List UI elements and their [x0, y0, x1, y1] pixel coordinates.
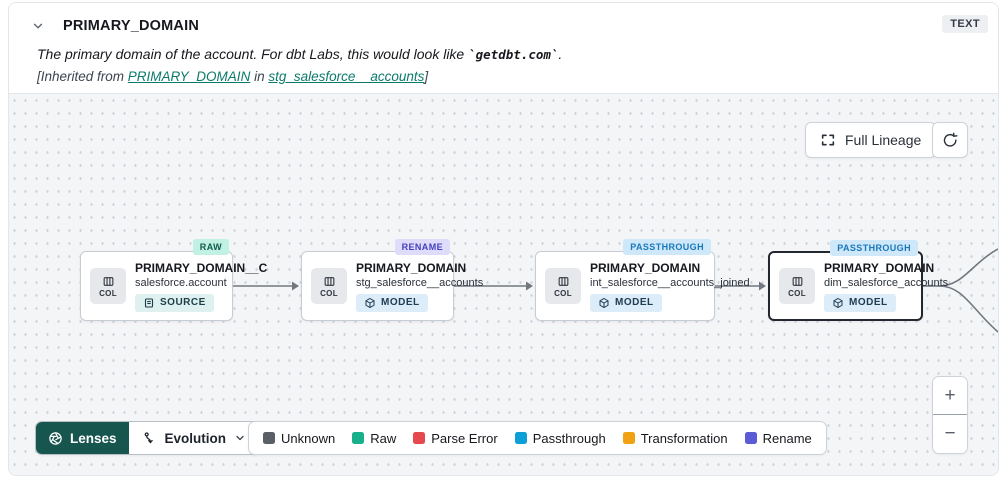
column-chip: COL [779, 268, 815, 304]
lineage-canvas[interactable]: Full Lineage RAW COL PRIMARY_DOMAIN__C s… [9, 93, 998, 475]
column-chip: COL [545, 268, 581, 304]
column-type-badge: TEXT [942, 15, 988, 33]
legend-item-transformation: Transformation [622, 430, 728, 446]
columns-icon [558, 276, 568, 286]
legend-swatch [622, 432, 635, 444]
lineage-node-int-salesforce-accounts-joined[interactable]: PASSTHROUGH COL PRIMARY_DOMAIN int_sales… [535, 239, 750, 321]
model-icon [365, 297, 375, 308]
inherited-column-link[interactable]: PRIMARY_DOMAIN [127, 69, 251, 84]
status-badge: PASSTHROUGH [623, 239, 711, 255]
lenses-label: Lenses [70, 430, 117, 446]
column-title: PRIMARY_DOMAIN [63, 18, 199, 34]
legend-item-parse-error: Parse Error [413, 430, 498, 446]
legend-item-passthrough: Passthrough [514, 430, 606, 446]
source-icon [144, 297, 154, 308]
status-badge: RAW [192, 239, 229, 255]
legend-item-raw: Raw [352, 431, 396, 446]
node-model-name: stg_salesforce__accounts [356, 276, 484, 289]
status-badge: PASSTHROUGH [830, 240, 918, 256]
col-chip-label: COL [320, 288, 338, 298]
node-column-name: PRIMARY_DOMAIN [356, 260, 467, 275]
legend-swatch [514, 432, 527, 444]
legend-label: Unknown [281, 430, 336, 446]
resource-type-label: MODEL [615, 297, 654, 308]
aperture-icon [49, 431, 62, 445]
lenses-toolbar: Lenses Evolution [35, 421, 261, 455]
legend-label: Raw [370, 430, 397, 446]
legend-swatch [744, 432, 757, 444]
lineage-node-dim-salesforce-accounts[interactable]: PASSTHROUGH COL PRIMARY_DOMAIN dim_sales… [768, 240, 949, 321]
full-lineage-button[interactable]: Full Lineage [805, 122, 937, 158]
resource-type-chip: MODEL [824, 293, 896, 312]
legend-swatch [413, 432, 426, 444]
resource-type-chip: SOURCE [135, 293, 214, 312]
column-lineage-panel: PRIMARY_DOMAIN TEXT The primary domain o… [8, 2, 999, 476]
column-description: The primary domain of the account. For d… [37, 46, 982, 62]
refresh-button[interactable] [932, 122, 968, 158]
column-chip: COL [90, 268, 126, 304]
lineage-node-stg-salesforce-accounts[interactable]: RENAME COL PRIMARY_DOMAIN stg_salesforce… [301, 239, 484, 321]
node-column-name: PRIMARY_DOMAIN [824, 260, 935, 275]
zoom-out-button[interactable]: − [933, 415, 967, 453]
lenses-button[interactable]: Lenses [36, 422, 129, 454]
collapse-chevron-icon[interactable] [29, 17, 47, 35]
inherited-model-link[interactable]: stg_salesforce__accounts [268, 69, 425, 84]
node-column-name: PRIMARY_DOMAIN [590, 260, 701, 275]
legend-item-rename: Rename [744, 430, 812, 446]
inherited-prefix: [Inherited from [37, 69, 128, 84]
full-lineage-label: Full Lineage [845, 132, 922, 148]
inherited-middle: in [250, 69, 269, 84]
fullscreen-icon [821, 134, 835, 146]
node-column-name: PRIMARY_DOMAIN__C [135, 260, 268, 275]
legend-swatch [352, 432, 365, 444]
columns-icon [103, 276, 113, 286]
lineage-legend: Unknown Raw Parse Error Passthrough Tran… [248, 421, 827, 455]
resource-type-chip: MODEL [356, 293, 428, 312]
node-model-name: int_salesforce__accounts_joined [590, 276, 750, 289]
lineage-node-salesforce-account[interactable]: RAW COL PRIMARY_DOMAIN__C salesforce.acc… [80, 239, 268, 321]
legend-label: Transformation [640, 430, 728, 446]
model-icon [599, 297, 609, 308]
description-code: `getdbt.com` [468, 47, 559, 62]
lens-dropdown[interactable]: Evolution [128, 422, 260, 454]
lens-selected-label: Evolution [164, 430, 227, 446]
columns-icon [324, 276, 334, 286]
legend-label: Parse Error [431, 430, 498, 446]
col-chip-label: COL [554, 288, 572, 298]
node-model-name: dim_salesforce_accounts [824, 276, 949, 289]
resource-type-label: MODEL [849, 297, 888, 308]
inherited-suffix: ] [424, 69, 429, 84]
legend-swatch [263, 432, 275, 444]
node-model-name: salesforce.account [135, 276, 227, 289]
col-chip-label: COL [788, 288, 806, 298]
model-icon [833, 297, 843, 308]
description-text: The primary domain of the account. For d… [37, 46, 469, 62]
resource-type-label: SOURCE [160, 297, 206, 308]
columns-icon [792, 276, 802, 286]
refresh-icon [943, 132, 958, 147]
legend-item-unknown: Unknown [263, 431, 335, 446]
col-chip-label: COL [99, 288, 117, 298]
zoom-controls: + − [932, 376, 968, 454]
column-chip: COL [311, 268, 347, 304]
legend-label: Passthrough [532, 430, 606, 446]
description-period: . [558, 46, 563, 62]
resource-type-chip: MODEL [590, 293, 662, 312]
status-badge: RENAME [394, 239, 450, 255]
chevron-down-icon [236, 435, 244, 441]
resource-type-label: MODEL [381, 297, 420, 308]
inherited-from-line: [Inherited from PRIMARY_DOMAIN in stg_sa… [37, 69, 982, 84]
evolution-icon [144, 431, 153, 444]
zoom-in-button[interactable]: + [933, 377, 967, 415]
column-header: PRIMARY_DOMAIN TEXT The primary domain o… [9, 3, 998, 93]
legend-label: Rename [762, 430, 812, 446]
